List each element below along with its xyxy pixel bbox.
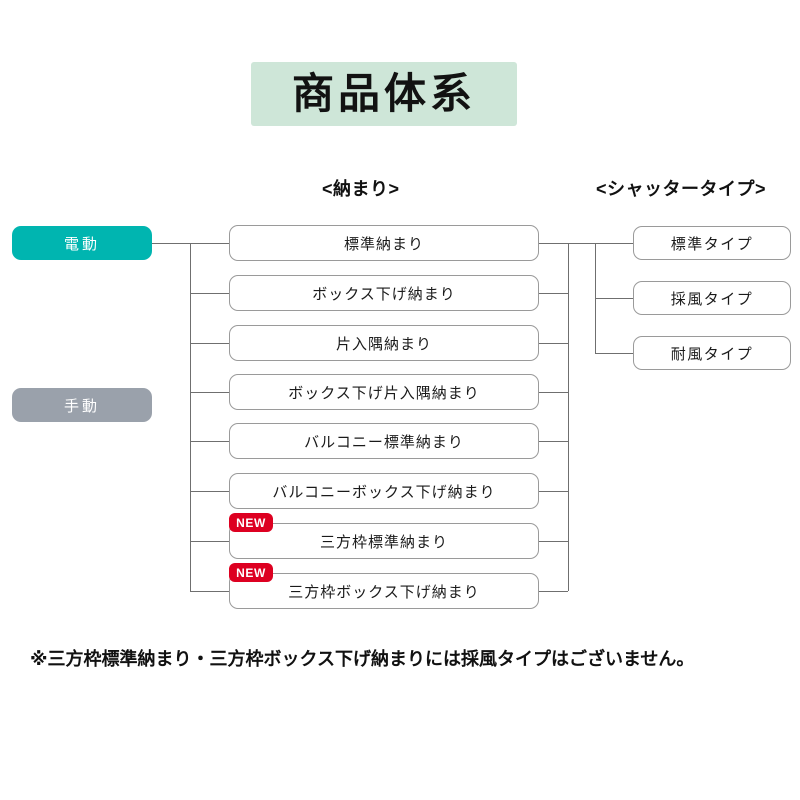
column-header-osamari: <納まり> (322, 179, 400, 199)
osamari-node-7[interactable]: 三方枠標準納まり (229, 523, 539, 559)
shutter-type-node-2[interactable]: 採風タイプ (633, 281, 791, 315)
connector-right-collector-trunk (568, 243, 569, 591)
category-pill-electric-label: 電動 (63, 235, 100, 253)
connector-branch-right-2 (539, 293, 568, 294)
connector-branch-left-8 (190, 591, 229, 592)
osamari-node-3[interactable]: 片入隅納まり (229, 325, 539, 361)
connector-branch-right-6 (539, 491, 568, 492)
page-title-band: 商品体系 (251, 62, 517, 126)
connector-branch-right-3 (539, 343, 568, 344)
connector-middle-trunk (190, 243, 191, 591)
osamari-node-3-label: 片入隅納まり (335, 335, 432, 353)
osamari-node-8[interactable]: 三方枠ボックス下げ納まり (229, 573, 539, 609)
osamari-node-5[interactable]: バルコニー標準納まり (229, 423, 539, 459)
shutter-type-node-3[interactable]: 耐風タイプ (633, 336, 791, 370)
shutter-type-node-1[interactable]: 標準タイプ (633, 226, 791, 260)
connector-branch-left-2 (190, 293, 229, 294)
connector-electric-to-trunk (152, 243, 190, 244)
osamari-node-4-label: ボックス下げ片入隅納まり (288, 384, 480, 402)
osamari-node-6[interactable]: バルコニーボックス下げ納まり (229, 473, 539, 509)
connector-branch-right-8 (539, 591, 568, 592)
connector-branch-left-5 (190, 441, 229, 442)
connector-shutter-stub-3 (595, 353, 633, 354)
category-pill-manual-label: 手動 (63, 397, 100, 415)
osamari-node-2[interactable]: ボックス下げ納まり (229, 275, 539, 311)
shutter-type-node-2-label: 採風タイプ (670, 290, 754, 308)
shutter-type-node-3-label: 耐風タイプ (670, 345, 754, 363)
osamari-node-2-label: ボックス下げ納まり (312, 285, 456, 303)
osamari-node-4[interactable]: ボックス下げ片入隅納まり (229, 374, 539, 410)
connector-branch-right-5 (539, 441, 568, 442)
osamari-node-1[interactable]: 標準納まり (229, 225, 539, 261)
new-badge-osamari-7-label: NEW (236, 515, 266, 530)
connector-branch-left-7 (190, 541, 229, 542)
connector-branch-left-1 (190, 243, 229, 244)
connector-shutter-stub-1 (595, 243, 633, 244)
column-header-shutter-type: <シャッタータイプ> (596, 179, 767, 199)
page-title: 商品体系 (291, 70, 476, 117)
osamari-node-8-label: 三方枠ボックス下げ納まり (288, 583, 480, 601)
connector-branch-left-3 (190, 343, 229, 344)
new-badge-osamari-8: NEW (229, 563, 273, 582)
new-badge-osamari-8-label: NEW (236, 565, 266, 580)
connector-branch-left-6 (190, 491, 229, 492)
connector-branch-right-4 (539, 392, 568, 393)
osamari-node-7-label: 三方枠標準納まり (319, 533, 448, 551)
connector-branch-left-4 (190, 392, 229, 393)
osamari-node-5-label: バルコニー標準納まり (304, 433, 464, 451)
connector-shutter-stub-2 (595, 298, 633, 299)
connector-branch-right-1 (539, 243, 568, 244)
connector-collector-to-distributor (568, 243, 596, 244)
osamari-node-1-label: 標準納まり (343, 235, 424, 253)
category-pill-manual[interactable]: 手動 (12, 388, 152, 422)
shutter-type-node-1-label: 標準タイプ (670, 235, 754, 253)
osamari-node-6-label: バルコニーボックス下げ納まり (272, 483, 496, 501)
new-badge-osamari-7: NEW (229, 513, 273, 532)
connector-branch-right-7 (539, 541, 568, 542)
category-pill-electric[interactable]: 電動 (12, 226, 152, 260)
footnote: ※三方枠標準納まり・三方枠ボックス下げ納まりには採風タイプはございません。 (30, 649, 695, 669)
